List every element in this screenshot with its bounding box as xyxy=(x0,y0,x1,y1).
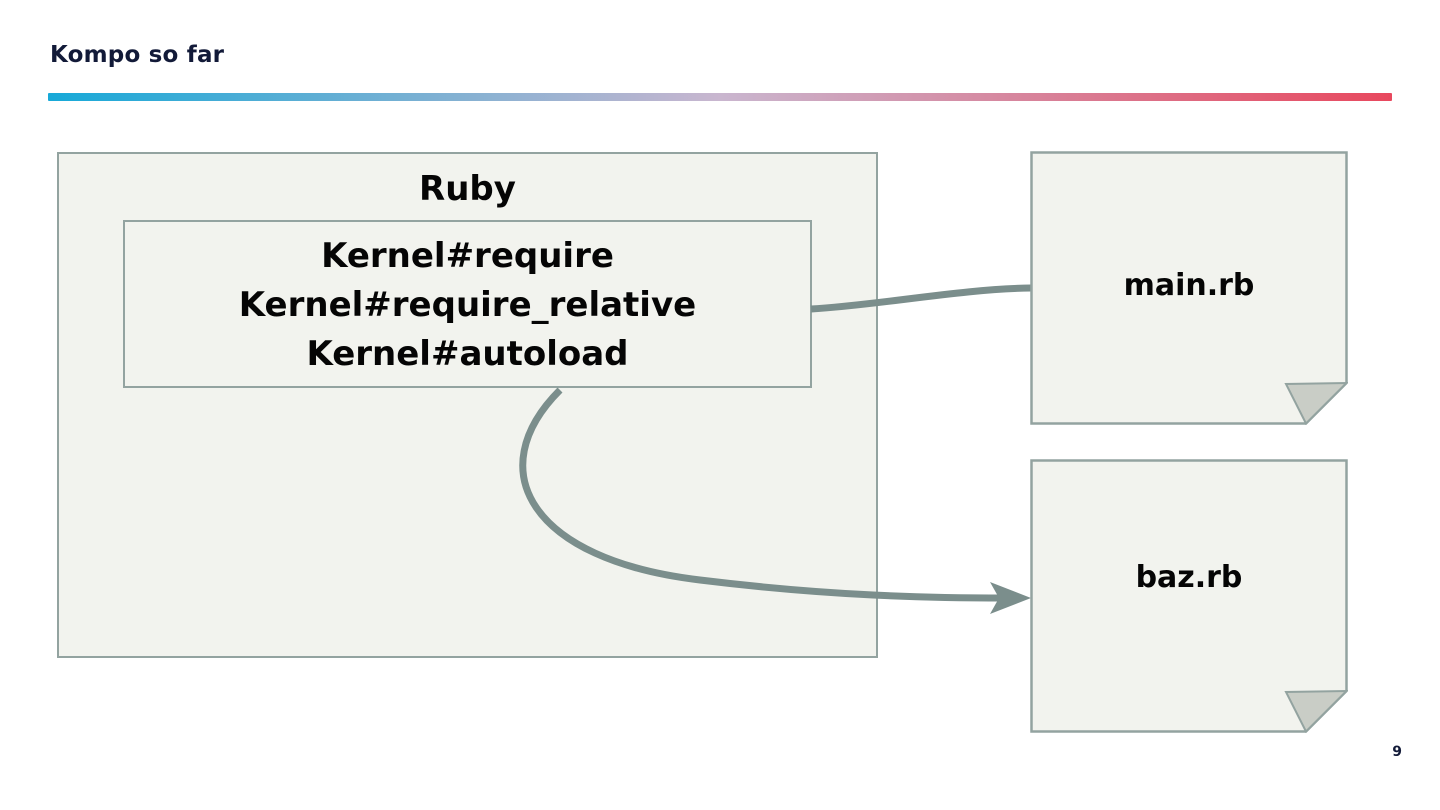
kernel-method-require: Kernel#require xyxy=(321,236,614,276)
page-number: 9 xyxy=(1392,744,1402,760)
page-title: Kompo so far xyxy=(50,42,225,68)
arrowhead-to-baz-rb xyxy=(990,582,1031,614)
kernel-method-require-relative: Kernel#require_relative xyxy=(238,285,697,325)
file-card-main-rb[interactable]: main.rb xyxy=(1030,151,1348,425)
file-card-shape-main-rb xyxy=(1030,151,1348,425)
file-card-label-baz-rb: baz.rb xyxy=(1135,560,1243,595)
kernel-method-autoload: Kernel#autoload xyxy=(306,334,629,374)
page-fold-corner-icon xyxy=(1284,381,1348,425)
file-card-label-main-rb: main.rb xyxy=(1123,268,1255,303)
page-fold-corner-icon xyxy=(1284,689,1348,733)
file-card-baz-rb[interactable]: baz.rb xyxy=(1030,459,1348,733)
title-divider-gradient xyxy=(48,93,1392,101)
file-card-shape-baz-rb xyxy=(1030,459,1348,733)
ruby-label: Ruby xyxy=(419,169,516,209)
kernel-methods-list: Kernel#require Kernel#require_relative K… xyxy=(123,232,812,379)
